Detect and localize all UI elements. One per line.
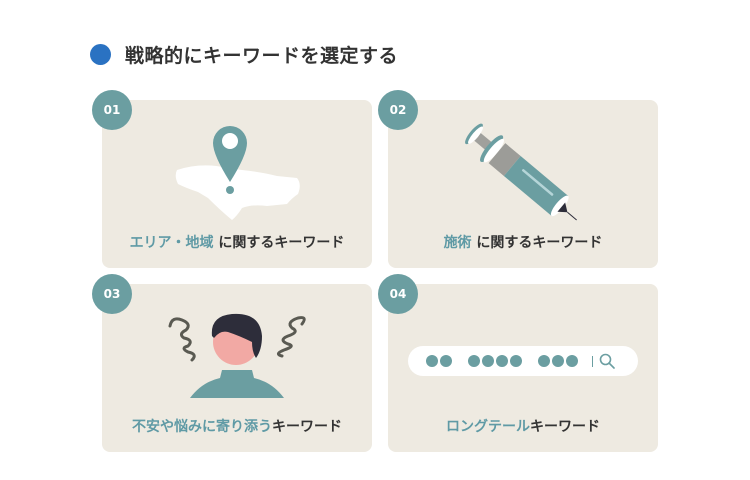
card-caption: ロングテールキーワード bbox=[388, 416, 658, 436]
bullet-dot-icon bbox=[90, 43, 111, 65]
caption-rest: キーワード bbox=[530, 419, 600, 435]
card-caption: 施術 に関するキーワード bbox=[388, 232, 658, 252]
caption-accent: エリア・地域 bbox=[129, 235, 214, 251]
dot-icon bbox=[538, 355, 550, 367]
card-caption: エリア・地域 に関するキーワード bbox=[102, 232, 372, 252]
page-title: 戦略的にキーワードを選定する bbox=[125, 44, 399, 67]
card-number-badge: 04 bbox=[378, 274, 418, 314]
caption-accent: ロングテール bbox=[446, 419, 530, 435]
search-bar-icon bbox=[408, 346, 638, 376]
dot-icon bbox=[440, 355, 452, 367]
card-caption: 不安や悩みに寄り添うキーワード bbox=[102, 416, 372, 436]
section-header: 戦略的にキーワードを選定する bbox=[90, 40, 398, 68]
dot-icon bbox=[566, 355, 578, 367]
caption-accent: 不安や悩みに寄り添う bbox=[132, 419, 272, 435]
card-area-keywords: 01 エリア・地域 に関するキーワード bbox=[92, 90, 372, 268]
worried-person-icon bbox=[168, 313, 306, 398]
dot-icon bbox=[468, 355, 480, 367]
magnifier-icon bbox=[599, 353, 615, 369]
syringe-icon bbox=[465, 123, 577, 221]
card-number-badge: 03 bbox=[92, 274, 132, 314]
dot-icon bbox=[510, 355, 522, 367]
caption-rest: に関するキーワード bbox=[471, 235, 603, 251]
map-pin-icon bbox=[175, 126, 300, 220]
card-number-badge: 02 bbox=[378, 90, 418, 130]
card-treatment-keywords: 02 施術 に関するキーワード bbox=[378, 90, 658, 268]
dot-icon bbox=[552, 355, 564, 367]
card-worry-keywords: 03 不安や悩みに寄り添うキーワード bbox=[92, 274, 372, 452]
text-cursor-icon bbox=[592, 355, 593, 367]
dot-icon bbox=[426, 355, 438, 367]
caption-rest: キーワード bbox=[272, 419, 342, 435]
card-number-badge: 01 bbox=[92, 90, 132, 130]
dot-icon bbox=[496, 355, 508, 367]
caption-accent: 施術 bbox=[443, 235, 472, 251]
caption-rest: に関するキーワード bbox=[213, 235, 345, 251]
dot-icon bbox=[482, 355, 494, 367]
card-longtail-keywords: 04 ロングテールキーワード bbox=[378, 274, 658, 452]
